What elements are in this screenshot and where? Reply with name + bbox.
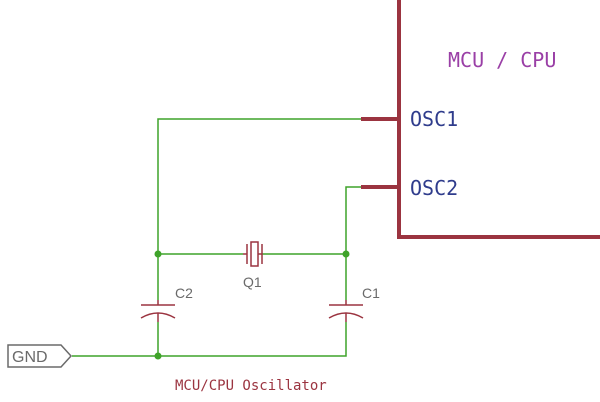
chip-label: MCU / CPU — [448, 48, 556, 72]
junction-dot — [154, 352, 162, 360]
net-label-text: GND — [12, 349, 48, 366]
crystal-q1[interactable] — [243, 241, 263, 267]
junction-dot — [342, 250, 350, 258]
wire-ground-bus — [157, 322, 347, 357]
crystal-ref-label: Q1 — [243, 274, 262, 290]
junction-dot — [154, 250, 162, 258]
gnd-net-label[interactable]: GND — [7, 344, 73, 368]
osc2-pin-label: OSC2 — [410, 176, 458, 200]
chip-body — [397, 0, 600, 239]
wire-osc2 — [345, 186, 361, 300]
capacitor-c1-ref-label: C1 — [362, 285, 380, 301]
capacitor-c2-ref-label: C2 — [175, 285, 193, 301]
schematic-caption: MCU/CPU Oscillator — [175, 378, 327, 394]
capacitor-c1[interactable] — [328, 300, 364, 322]
net-label-flag — [7, 344, 73, 368]
wires — [72, 118, 361, 357]
junctions — [154, 250, 350, 360]
osc1-pin-label: OSC1 — [410, 107, 458, 131]
wire-osc1 — [157, 118, 361, 300]
capacitor-c2[interactable] — [140, 300, 176, 322]
